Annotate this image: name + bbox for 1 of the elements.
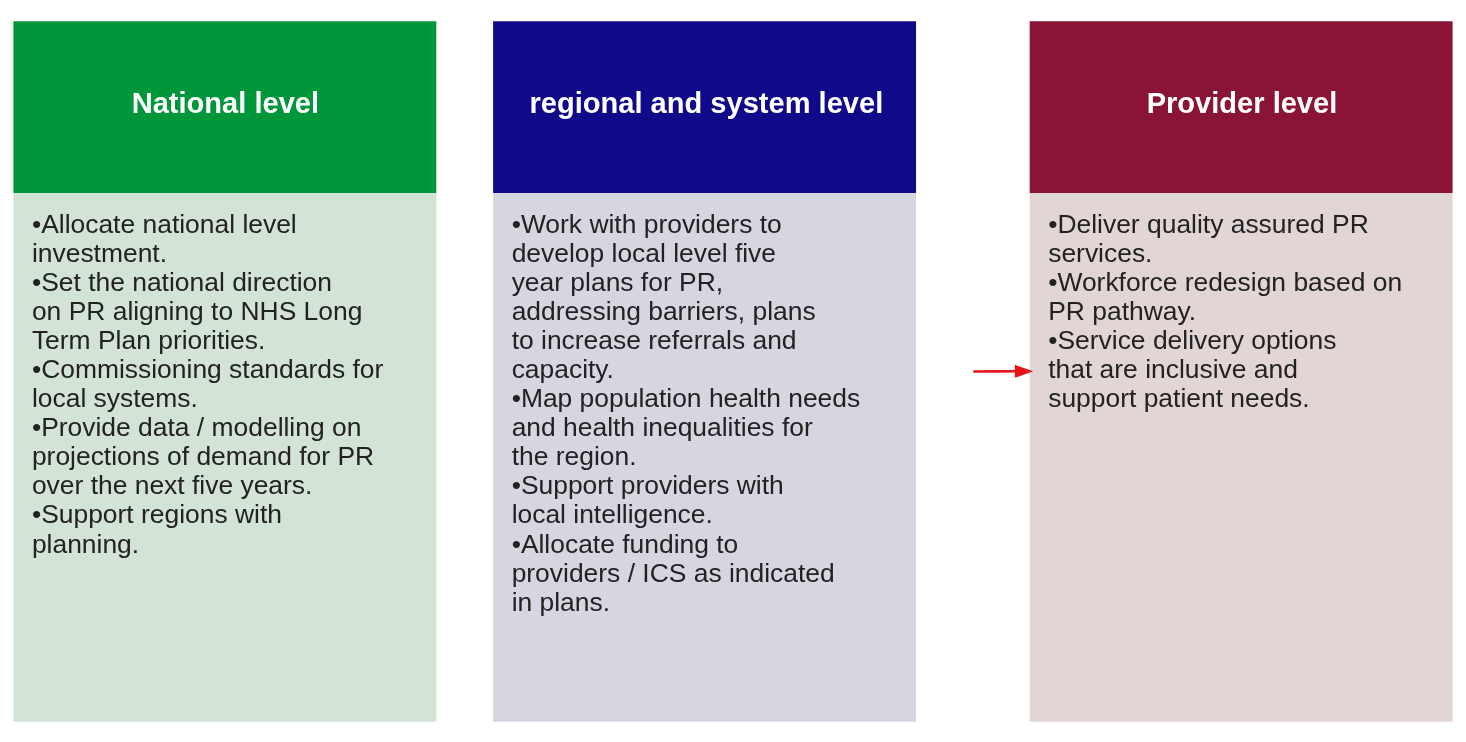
arrow <box>973 364 1034 378</box>
